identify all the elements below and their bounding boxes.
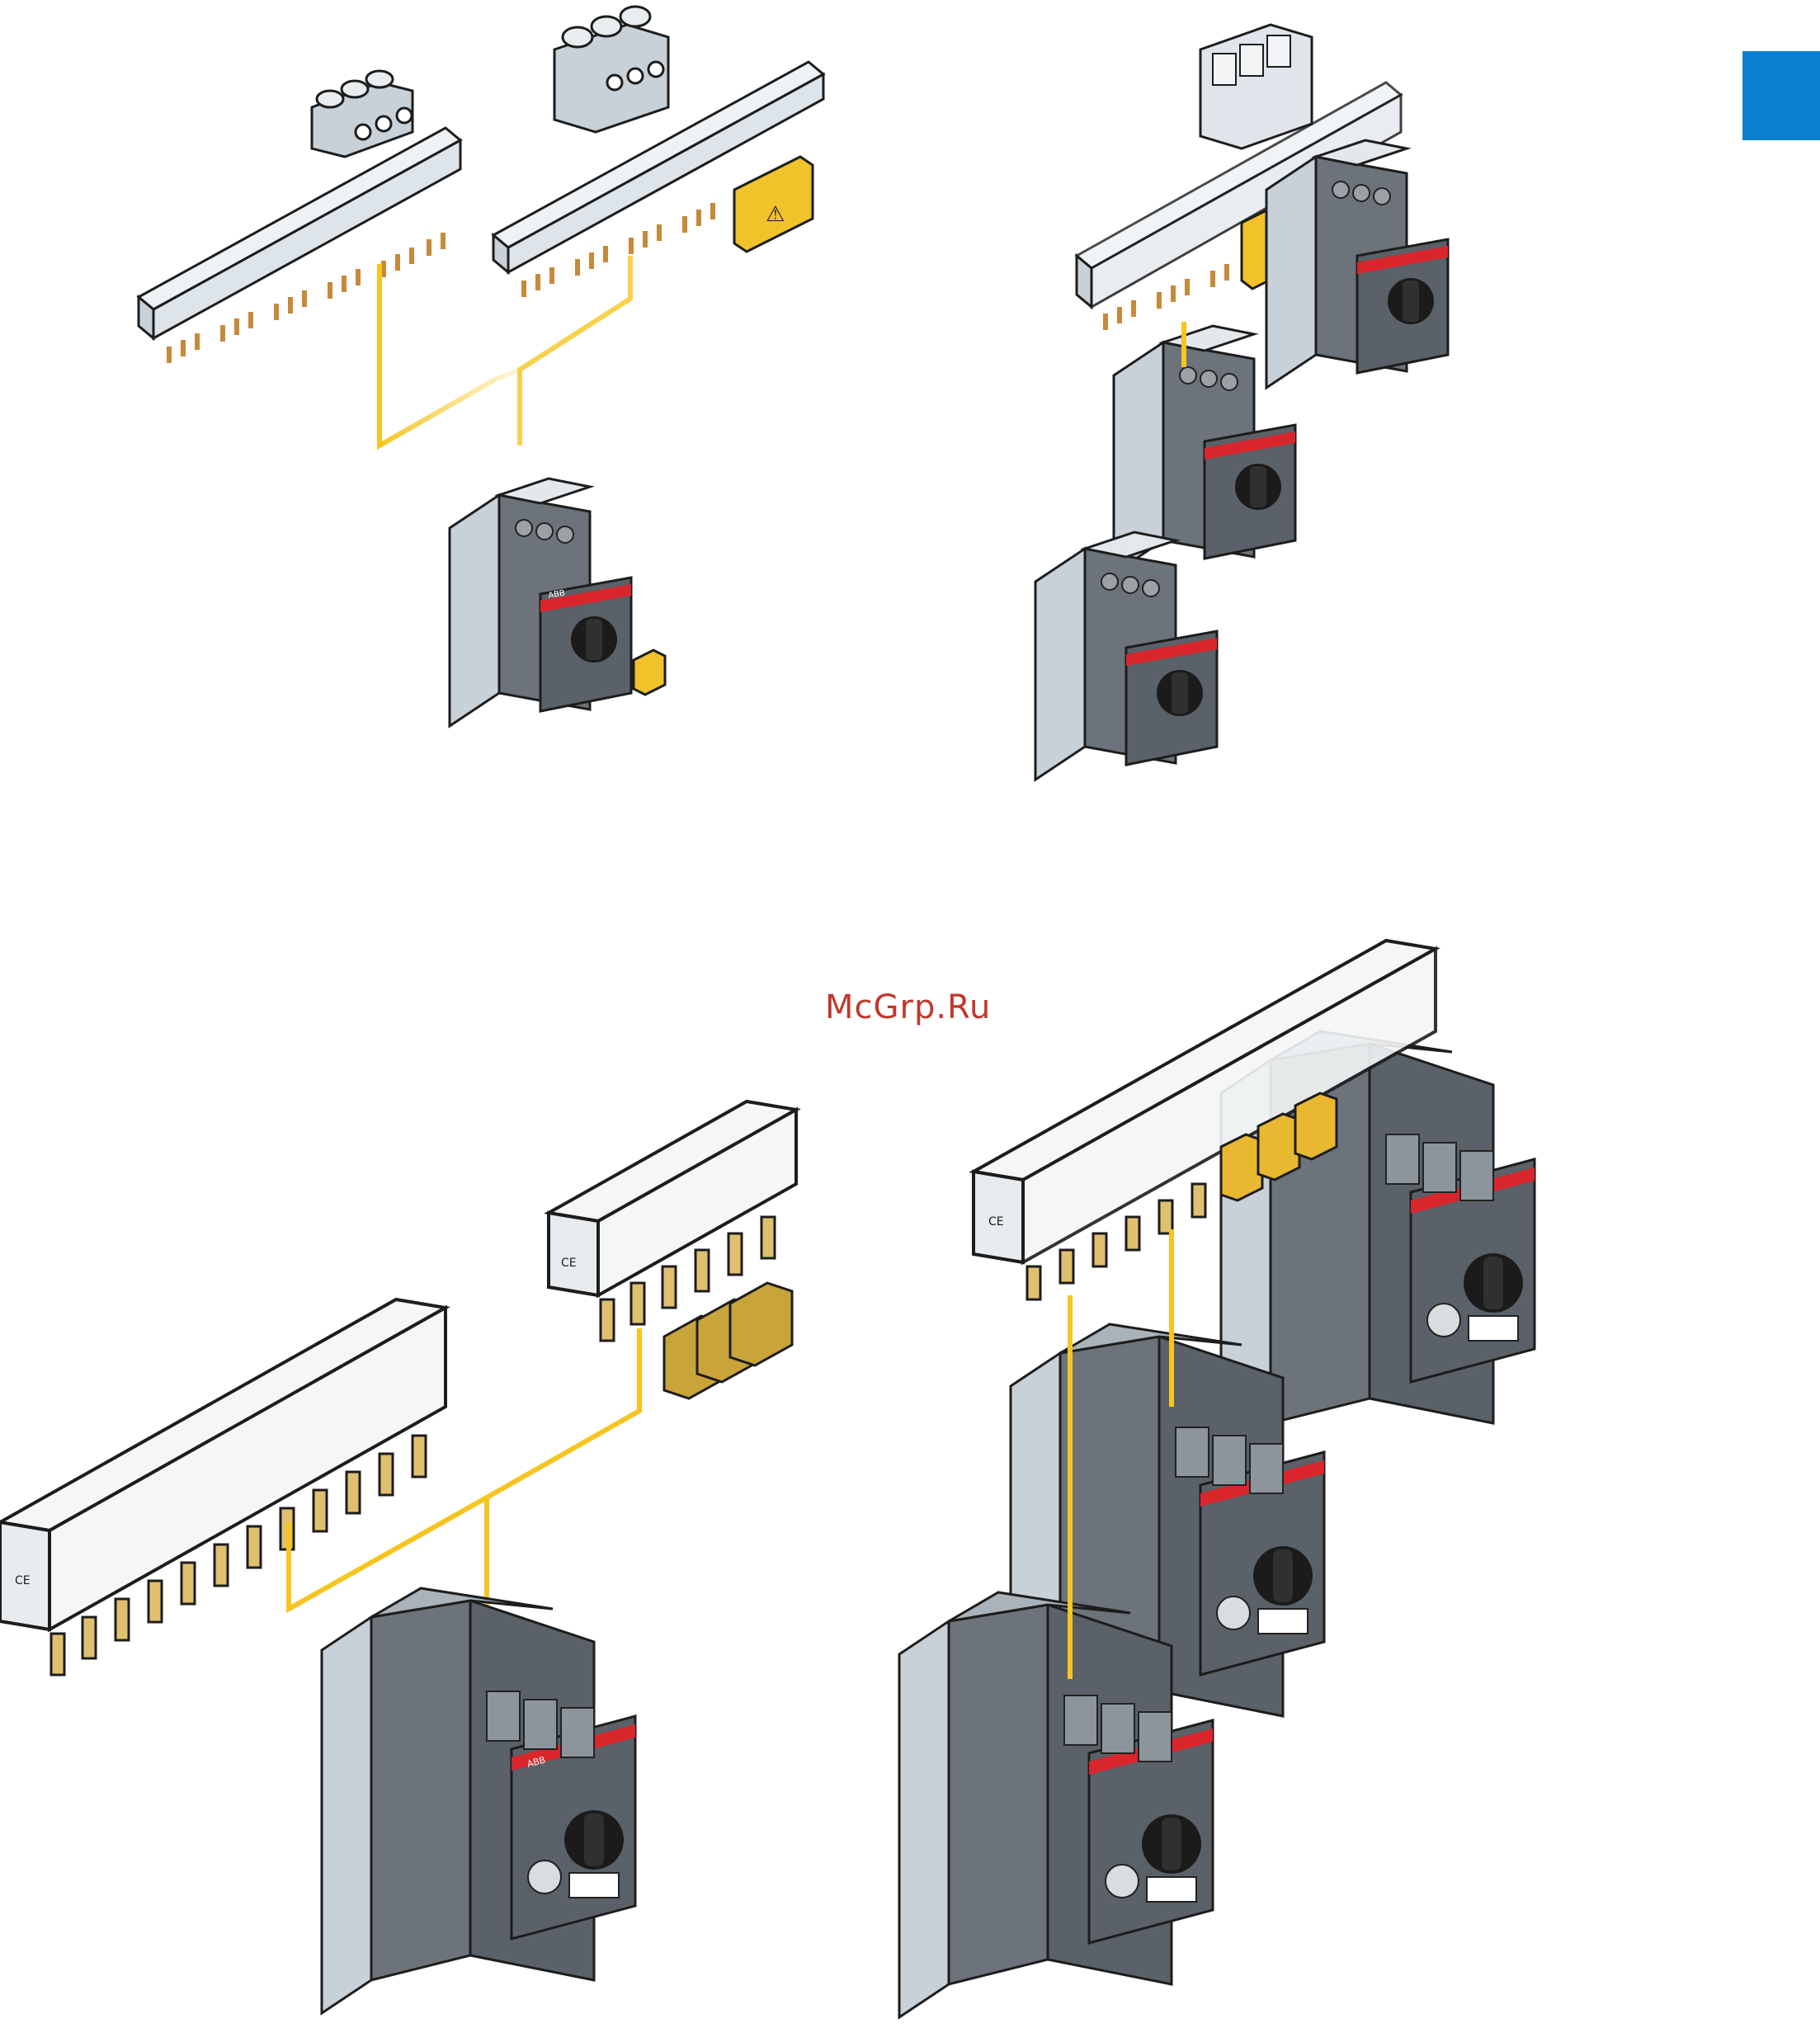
motor-protection-breaker-installed-back: [1266, 140, 1448, 388]
feed-terminal-block: [312, 71, 413, 157]
motor-protection-breaker-bottom: [1035, 532, 1217, 780]
feed-terminal-block-tall: [554, 7, 668, 132]
motor-protection-breaker-large: ABB: [322, 1588, 635, 2013]
bottom-right-assembly: CE: [899, 941, 1535, 2017]
bottom-left-assembly: CE CE: [0, 1101, 796, 2013]
ce-mark: CE: [561, 1257, 577, 1270]
top-left-assembly: ⚠ ABB: [139, 7, 823, 726]
top-right-assembly: ⚠: [1035, 25, 1448, 780]
end-clip-yellow: [634, 650, 665, 695]
terminal-caps-tan: [664, 1283, 792, 1398]
ce-mark: CE: [988, 1215, 1004, 1229]
terminal-cover-yellow: ⚠: [734, 157, 813, 252]
watermark-text: McGrp.Ru: [825, 988, 991, 1026]
feed-terminal-block-ghost: [1200, 25, 1312, 149]
ce-mark: CE: [15, 1574, 31, 1587]
busbar-3-phase-left: [139, 128, 460, 363]
motor-protection-breaker-large-front: [899, 1592, 1213, 2017]
warning-icon: ⚠: [766, 202, 785, 227]
connection-wire-left: [380, 264, 520, 446]
motor-protection-breaker-small: ABB: [450, 479, 631, 726]
